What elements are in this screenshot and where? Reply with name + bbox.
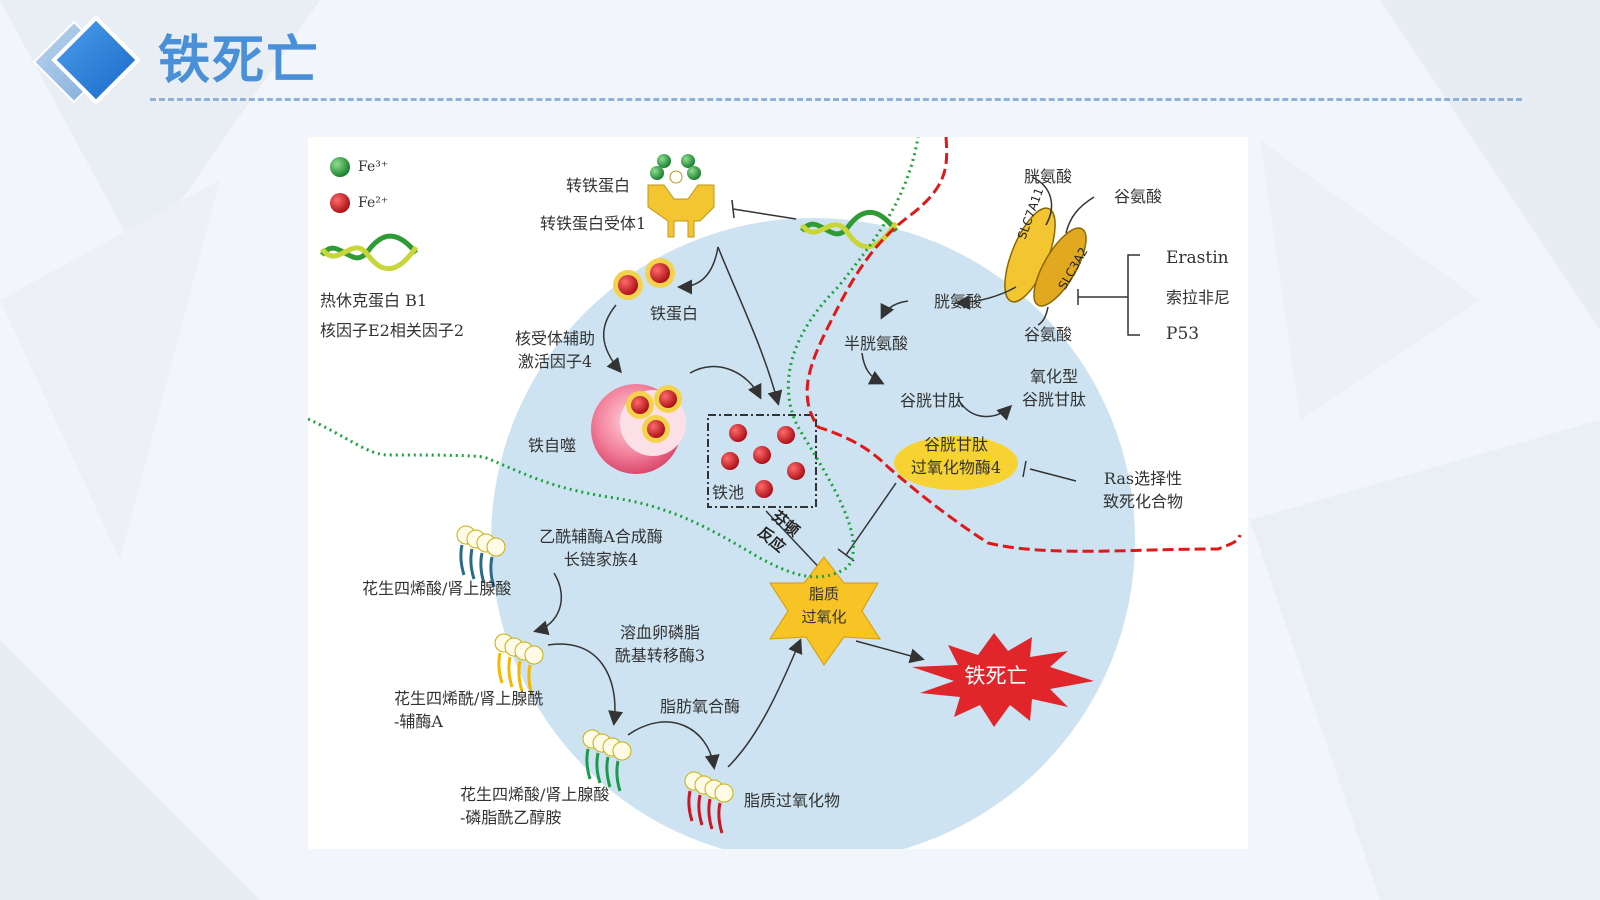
cysteine-label: 半胱氨酸 <box>844 334 909 353</box>
lox-label: 脂肪氧合酶 <box>660 697 741 716</box>
gpx4-line1: 谷胱甘肽 <box>923 435 988 454</box>
p53-label: P53 <box>1166 324 1200 344</box>
ferritin-icon <box>613 258 675 300</box>
gssg-label: 氧化型 谷胱甘肽 <box>1012 365 1096 411</box>
fe2-legend-label: Fe²⁺ <box>358 195 389 211</box>
gpx4-ellipse <box>894 436 1018 490</box>
gsh-label: 谷胱甘肽 <box>900 391 965 410</box>
title-divider <box>150 98 1522 101</box>
cystine-top-label: 胱氨酸 <box>1024 167 1073 186</box>
ferritinophagy-icon <box>591 384 686 474</box>
dotted-membrane-boundary <box>308 137 920 579</box>
nrf2-legend-label: 核因子E2相关因子2 <box>320 321 465 340</box>
fe2-legend-icon <box>330 193 350 213</box>
aa-coa-label: 花生四烯酰/肾上腺酰 -辅酶A <box>394 687 543 733</box>
system-xc-transporter-icon <box>1004 207 1087 307</box>
ferroptosis-label: 铁死亡 <box>964 664 1028 688</box>
fe3-legend-label: Fe³⁺ <box>358 159 389 175</box>
iron-pool-box <box>707 414 817 508</box>
aa-lipid-icon <box>456 525 506 588</box>
ncoa4-line2: 激活因子4 <box>517 352 593 371</box>
sorafenib-label: 索拉非尼 <box>1166 288 1231 307</box>
lpcat3-line2: 酰基转移酶3 <box>614 646 706 665</box>
page-title: 铁死亡 <box>158 31 321 91</box>
aacoa-line2: -辅酶A <box>394 712 443 731</box>
lpcat3-label: 溶血卵磷脂 酰基转移酶3 <box>608 621 712 667</box>
iron-pool-fe2 <box>721 424 805 498</box>
ferritin-label: 铁蛋白 <box>650 304 699 323</box>
lipid-perox-line2: 过氧化 <box>801 608 847 626</box>
gssg-line1: 氧化型 <box>1029 367 1078 386</box>
aape-line2: -磷脂酰乙醇胺 <box>460 808 562 827</box>
aape-line1: 花生四烯酸/肾上腺酸 <box>460 785 610 804</box>
glutamate-bottom-label: 谷氨酸 <box>1024 325 1073 344</box>
rsl-line2: 致死化合物 <box>1102 492 1183 511</box>
aacoa-line1: 花生四烯酰/肾上腺酰 <box>394 689 544 708</box>
aa-pe-lipid-icon <box>582 729 632 792</box>
pathway-graphics <box>308 137 1242 849</box>
aa-coa-lipid-icon <box>494 633 544 696</box>
tfr1-label: 转铁蛋白受体1 <box>540 214 647 233</box>
acsl4-line2: 长链家族4 <box>563 550 639 569</box>
glutamate-top-label: 谷氨酸 <box>1114 187 1163 206</box>
aa-pe-label: 花生四烯酸/肾上腺酸 -磷脂酰乙醇胺 <box>460 783 609 829</box>
ncoa4-line1: 核受体辅助 <box>514 329 595 348</box>
title-diamond-icon <box>32 15 141 105</box>
ferroptosis-figure: Fe³⁺ Fe²⁺ 热休克蛋白 B1 核因子E2相关因子2 转铁蛋白 转铁蛋白受… <box>308 137 1248 849</box>
acsl4-label: 乙酰辅酶A合成酶 长链家族4 <box>526 525 676 571</box>
erastin-label: Erastin <box>1166 248 1229 268</box>
ferritinophagy-label: 铁自噬 <box>528 436 577 455</box>
dashed-red-boundary <box>805 137 1242 553</box>
gpx4-label: 谷胱甘肽 过氧化物酶4 <box>892 433 1020 479</box>
gpx4-line2: 过氧化物酶4 <box>910 458 1002 477</box>
inhibitor-bracket <box>1078 254 1140 336</box>
fe3-legend-icon <box>330 157 350 177</box>
lipid-peroxidation-label: 脂质 过氧化 <box>784 583 864 629</box>
acsl4-line1: 乙酰辅酶A合成酶 <box>539 527 663 546</box>
rsl3-label: Ras选择性 致死化合物 <box>1088 467 1198 513</box>
hsp-dna-legend-icon <box>319 233 419 272</box>
hsp-legend-label: 热休克蛋白 B1 <box>320 291 428 310</box>
transferrin-receptor-icon <box>647 154 715 238</box>
transferrin-label: 转铁蛋白 <box>566 176 631 195</box>
lipid-peroxide-icon <box>684 771 734 834</box>
aa-label: 花生四烯酸/肾上腺酸 <box>362 579 512 598</box>
lpcat3-line1: 溶血卵磷脂 <box>619 623 700 642</box>
ncoa4-label: 核受体辅助 激活因子4 <box>504 327 606 373</box>
iron-pool-label: 铁池 <box>712 483 745 502</box>
gssg-line2: 谷胱甘肽 <box>1021 390 1086 409</box>
ferroptosis-burst <box>912 633 1094 727</box>
lipid-peroxidation-star <box>769 556 881 666</box>
lipid-perox-line1: 脂质 <box>808 585 839 603</box>
rsl-line1: Ras选择性 <box>1103 469 1183 488</box>
cystine-in-label: 胱氨酸 <box>934 292 983 311</box>
lipid-peroxide-label: 脂质过氧化物 <box>744 791 841 810</box>
